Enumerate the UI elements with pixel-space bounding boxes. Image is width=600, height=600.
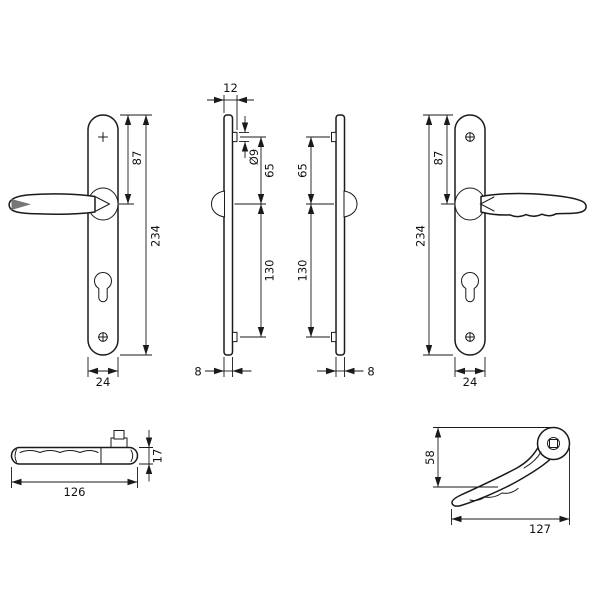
dim-label-top-view-17: 17: [151, 449, 165, 464]
screw-boss-bottom-right: [331, 331, 337, 343]
lever-left: [8, 193, 96, 215]
dim-side-left-12: 12: [207, 81, 254, 130]
neck-shading-line: [523, 451, 542, 469]
spindle-hole-square: [549, 439, 558, 448]
dim-label-front-left-234: 234: [149, 225, 163, 247]
dim-label-top-view-126: 126: [64, 485, 86, 499]
lever-left-chevron: [95, 196, 111, 212]
dim-label-side-right-130: 130: [296, 260, 310, 282]
lever-tip-shading: [11, 199, 31, 210]
front-view-left: 87 234 24: [8, 114, 163, 389]
dim-top-view-126: 126: [11, 467, 138, 499]
dim-label-front-left-87: 87: [130, 151, 144, 166]
dim-front-left-24: 24: [87, 357, 119, 389]
spindle-boss-upper: [113, 430, 125, 440]
backplate-left: [87, 114, 119, 356]
dim-side-view-127: 127: [451, 448, 570, 536]
screw-boss-top-left: [232, 131, 238, 143]
dim-label-side-right-65: 65: [296, 163, 310, 178]
dim-side-right-65-130: 65 130: [296, 136, 334, 338]
dim-label-front-right-24: 24: [463, 375, 478, 389]
hub-arc-right: [130, 449, 134, 462]
dim-label-front-right-234: 234: [414, 225, 428, 247]
dim-front-right-234: 234: [414, 115, 453, 356]
plate-profile-right: [335, 114, 346, 356]
screw-bottom-right-icon: [465, 332, 475, 342]
screw-boss-bottom-left: [232, 331, 238, 343]
dim-side-left-8: 8: [194, 357, 252, 379]
dim-top-view-17: 17: [139, 430, 165, 482]
dim-side-right-8: 8: [317, 357, 375, 379]
dim-side-view-58: 58: [423, 427, 551, 488]
handle-hub-profile-left: [211, 190, 225, 218]
dim-label-side-left-65: 65: [263, 163, 277, 178]
grip-ridges-side-view: [469, 488, 519, 502]
backplate-right: [454, 114, 486, 356]
dim-front-right-87: 87: [423, 114, 454, 205]
dim-label-front-left-24: 24: [96, 375, 111, 389]
dim-label-side-left-dia9: Ø9: [247, 149, 261, 165]
dim-label-side-right-8: 8: [367, 365, 374, 379]
dim-side-left-65-130: 65 130: [234, 136, 277, 338]
dim-front-right-24: 24: [454, 357, 486, 389]
tip-arc-left: [14, 449, 17, 463]
grip-ridges-top-view: [19, 450, 99, 454]
dim-label-side-left-8: 8: [194, 365, 201, 379]
lever-right: [480, 192, 587, 218]
dim-front-left-87: 87: [119, 114, 152, 205]
dim-label-front-right-87: 87: [432, 151, 446, 166]
front-view-right: 87 234 24: [414, 114, 587, 389]
dim-front-left-234: 234: [120, 115, 163, 356]
screw-bottom-left-icon: [98, 332, 108, 342]
euro-cylinder-cutout-right: [461, 272, 479, 303]
side-view-right: 65 130 8: [296, 114, 375, 379]
screw-boss-top-right: [331, 131, 337, 143]
handle-side-view: 58 127: [423, 426, 571, 536]
euro-cylinder-cutout-left: [94, 272, 112, 303]
dim-label-side-left-130: 130: [263, 260, 277, 282]
handle-hub-profile-right: [343, 190, 358, 218]
screw-top-left-icon: [98, 132, 108, 142]
dim-side-left-dia9: Ø9: [239, 116, 261, 165]
plate-profile-left: [223, 114, 234, 356]
screw-top-right-icon: [465, 132, 475, 142]
dim-label-side-view-127: 127: [529, 522, 551, 536]
side-view-left: 12 Ø9 65 130 8: [194, 81, 276, 379]
handle-top-view: 126 17: [10, 430, 165, 499]
lever-right-chevron: [479, 196, 495, 212]
lever-side-view-body: [451, 445, 554, 507]
dim-label-side-left-12: 12: [223, 81, 238, 95]
lever-top-view-body: [10, 446, 139, 465]
dim-label-side-view-58: 58: [423, 450, 437, 465]
